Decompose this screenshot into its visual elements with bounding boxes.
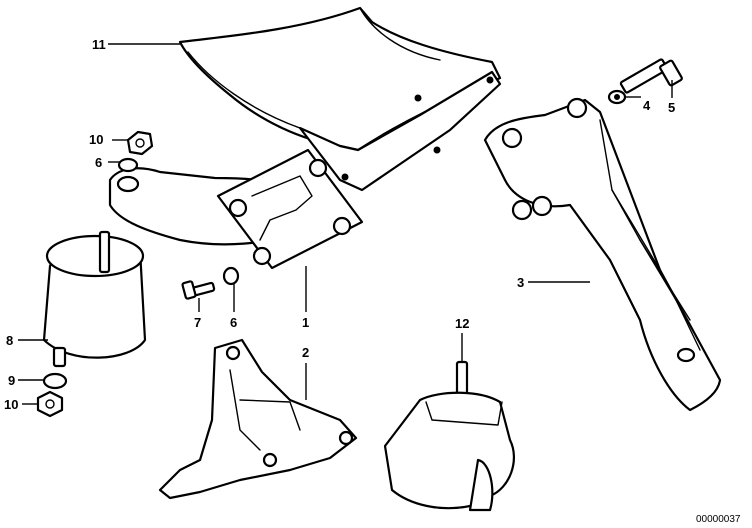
rubber-mount-part-8 — [42, 230, 147, 368]
callout-1: 1 — [302, 315, 309, 330]
reference-number: 00000037 — [696, 514, 741, 525]
nut-part-10-bottom — [36, 390, 64, 418]
callout-6-bottom: 6 — [230, 315, 237, 330]
callout-2: 2 — [302, 345, 309, 360]
callout-3: 3 — [517, 275, 524, 290]
callout-4: 4 — [643, 98, 651, 113]
washer-part-6-bottom — [222, 266, 240, 286]
mounting-bracket-part-2 — [158, 338, 358, 500]
callout-8: 8 — [6, 333, 13, 348]
engine-mount-part-12 — [383, 360, 515, 512]
bolt-part-7 — [181, 280, 216, 300]
callout-6-top: 6 — [95, 155, 102, 170]
nut-part-10-top — [126, 130, 154, 156]
washer-part-4 — [607, 89, 627, 105]
engine-bracket-part-3 — [483, 97, 722, 412]
washer-part-6-top — [117, 157, 139, 173]
heat-shield-part-11 — [178, 6, 502, 192]
callout-9: 9 — [8, 373, 15, 388]
callout-10-top: 10 — [89, 132, 103, 147]
callout-10-bottom: 10 — [4, 397, 18, 412]
bracket-part-1 — [108, 148, 364, 270]
bolt-part-5 — [619, 58, 683, 94]
callout-11: 11 — [92, 37, 106, 52]
callout-12: 12 — [455, 316, 469, 331]
callout-5: 5 — [668, 100, 675, 115]
washer-part-9 — [42, 372, 68, 390]
leader-lines — [18, 43, 673, 405]
callout-7: 7 — [194, 315, 201, 330]
